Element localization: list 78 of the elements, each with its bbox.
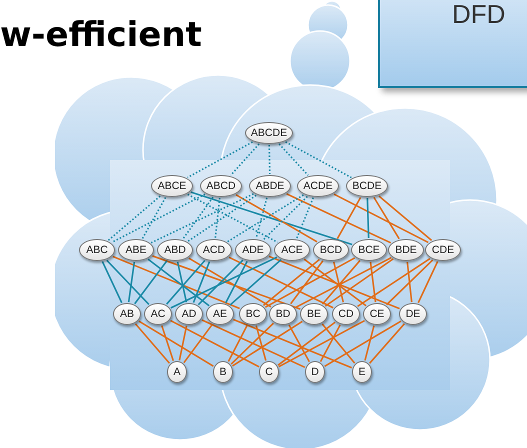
connector-line — [322, 260, 361, 305]
connector-line — [112, 256, 240, 310]
connector-line — [188, 194, 257, 242]
connector-line — [150, 193, 254, 244]
connector-line — [232, 320, 303, 367]
label-box — [378, 0, 527, 88]
connector-line — [106, 260, 150, 306]
connector-line — [183, 324, 213, 364]
connector-line — [170, 256, 278, 309]
connector-line — [406, 262, 412, 302]
connector-line — [190, 191, 352, 246]
connector-line — [176, 262, 188, 302]
connector-line — [322, 324, 356, 364]
connector-line — [170, 320, 260, 368]
connector-line — [278, 320, 365, 368]
connector-line — [202, 319, 306, 368]
connector-line — [370, 262, 376, 302]
connector-line — [111, 194, 206, 244]
connector-line — [296, 197, 314, 239]
connector-line — [182, 196, 214, 240]
connector-line — [295, 256, 392, 308]
connector-line — [268, 256, 400, 310]
connector-line — [128, 262, 136, 302]
connector-line — [336, 197, 362, 240]
connector-line — [264, 257, 356, 308]
connector-line — [142, 197, 166, 240]
connector-line — [324, 258, 394, 307]
connector-line — [225, 261, 248, 304]
connector-line — [236, 194, 318, 243]
connector-line — [386, 259, 434, 306]
box-label: DFD — [452, 0, 506, 30]
connector-line — [285, 141, 352, 178]
connector-line — [230, 143, 260, 176]
connector-line — [304, 258, 367, 306]
connector-line — [161, 325, 174, 361]
connector-line — [192, 261, 210, 303]
connector-line — [373, 196, 400, 240]
connector-line — [255, 198, 268, 238]
connector-line — [366, 198, 370, 238]
connector-line — [333, 262, 344, 302]
connector-line — [233, 318, 352, 369]
connector-line — [138, 320, 214, 367]
connector-line — [364, 326, 375, 361]
connector-line — [178, 326, 188, 360]
title: w-efficient — [0, 18, 202, 52]
connector-line — [320, 324, 341, 362]
connector-line — [214, 198, 220, 238]
connector-line — [102, 261, 122, 304]
connector-line — [152, 255, 301, 310]
connector-line — [230, 259, 282, 306]
connector-line — [290, 260, 324, 304]
connector-line — [166, 260, 206, 305]
connector-line — [262, 196, 308, 240]
connector-line — [334, 194, 429, 244]
connector-line — [227, 194, 304, 242]
connector-line — [187, 194, 278, 243]
connector-line — [148, 258, 210, 306]
connector-line — [357, 258, 430, 308]
connector-line — [369, 323, 405, 364]
connector-line — [286, 193, 392, 244]
connector-line — [228, 256, 334, 308]
connector-line — [378, 195, 432, 242]
connector-line — [134, 323, 170, 364]
connector-line — [324, 320, 402, 367]
connector-line — [134, 260, 168, 304]
connector-line — [288, 324, 310, 362]
connector-line — [188, 258, 272, 308]
connector-line — [278, 322, 336, 366]
connector-line — [228, 324, 248, 362]
connector-line — [108, 196, 161, 241]
connector-line — [255, 326, 267, 361]
connector-line — [230, 322, 274, 365]
connector-line — [262, 258, 320, 306]
connector-line — [278, 143, 309, 176]
connector-line — [198, 260, 244, 306]
connector-line — [268, 144, 271, 174]
connector-line — [418, 261, 438, 304]
connector-line — [187, 141, 253, 178]
